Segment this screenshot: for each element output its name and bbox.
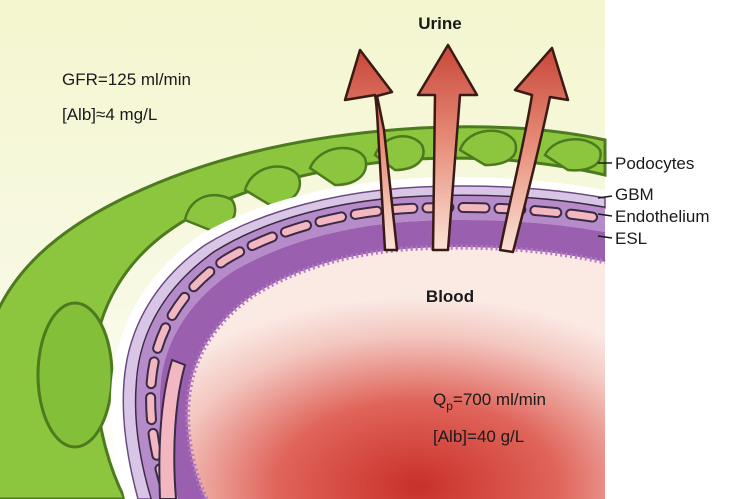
plasma-flow-subscript: p — [446, 399, 453, 413]
urine-albumin-value: [Alb]≈4 mg/L — [62, 105, 157, 124]
esl-layer — [159, 220, 605, 499]
podocytes-label: Podocytes — [615, 154, 694, 173]
plasma-flow-value: Qp=700 ml/min — [433, 390, 546, 413]
capillary-loop — [158, 358, 187, 499]
filtration-arrow-1 — [343, 48, 399, 252]
plasma-flow-number: =700 ml/min — [453, 390, 546, 409]
podocyte-nucleus — [36, 301, 114, 449]
esl-fuzzy-edge — [185, 244, 606, 499]
plasma-flow-prefix: Q — [433, 390, 446, 409]
blood-label: Blood — [426, 287, 474, 306]
label-column-background — [605, 0, 755, 499]
label-leaders — [597, 162, 613, 239]
gfr-value: GFR=125 ml/min — [62, 70, 191, 89]
esl-label: ESL — [615, 229, 647, 248]
filtration-arrows — [343, 43, 570, 254]
urine-label: Urine — [418, 14, 461, 33]
filtration-arrow-3 — [498, 46, 570, 254]
endothelium-label: Endothelium — [615, 207, 710, 226]
blood-albumin-value: [Alb]=40 g/L — [433, 427, 524, 446]
blood-lumen — [187, 247, 605, 499]
filtration-arrow-2 — [416, 43, 479, 252]
gbm-label: GBM — [615, 185, 654, 204]
